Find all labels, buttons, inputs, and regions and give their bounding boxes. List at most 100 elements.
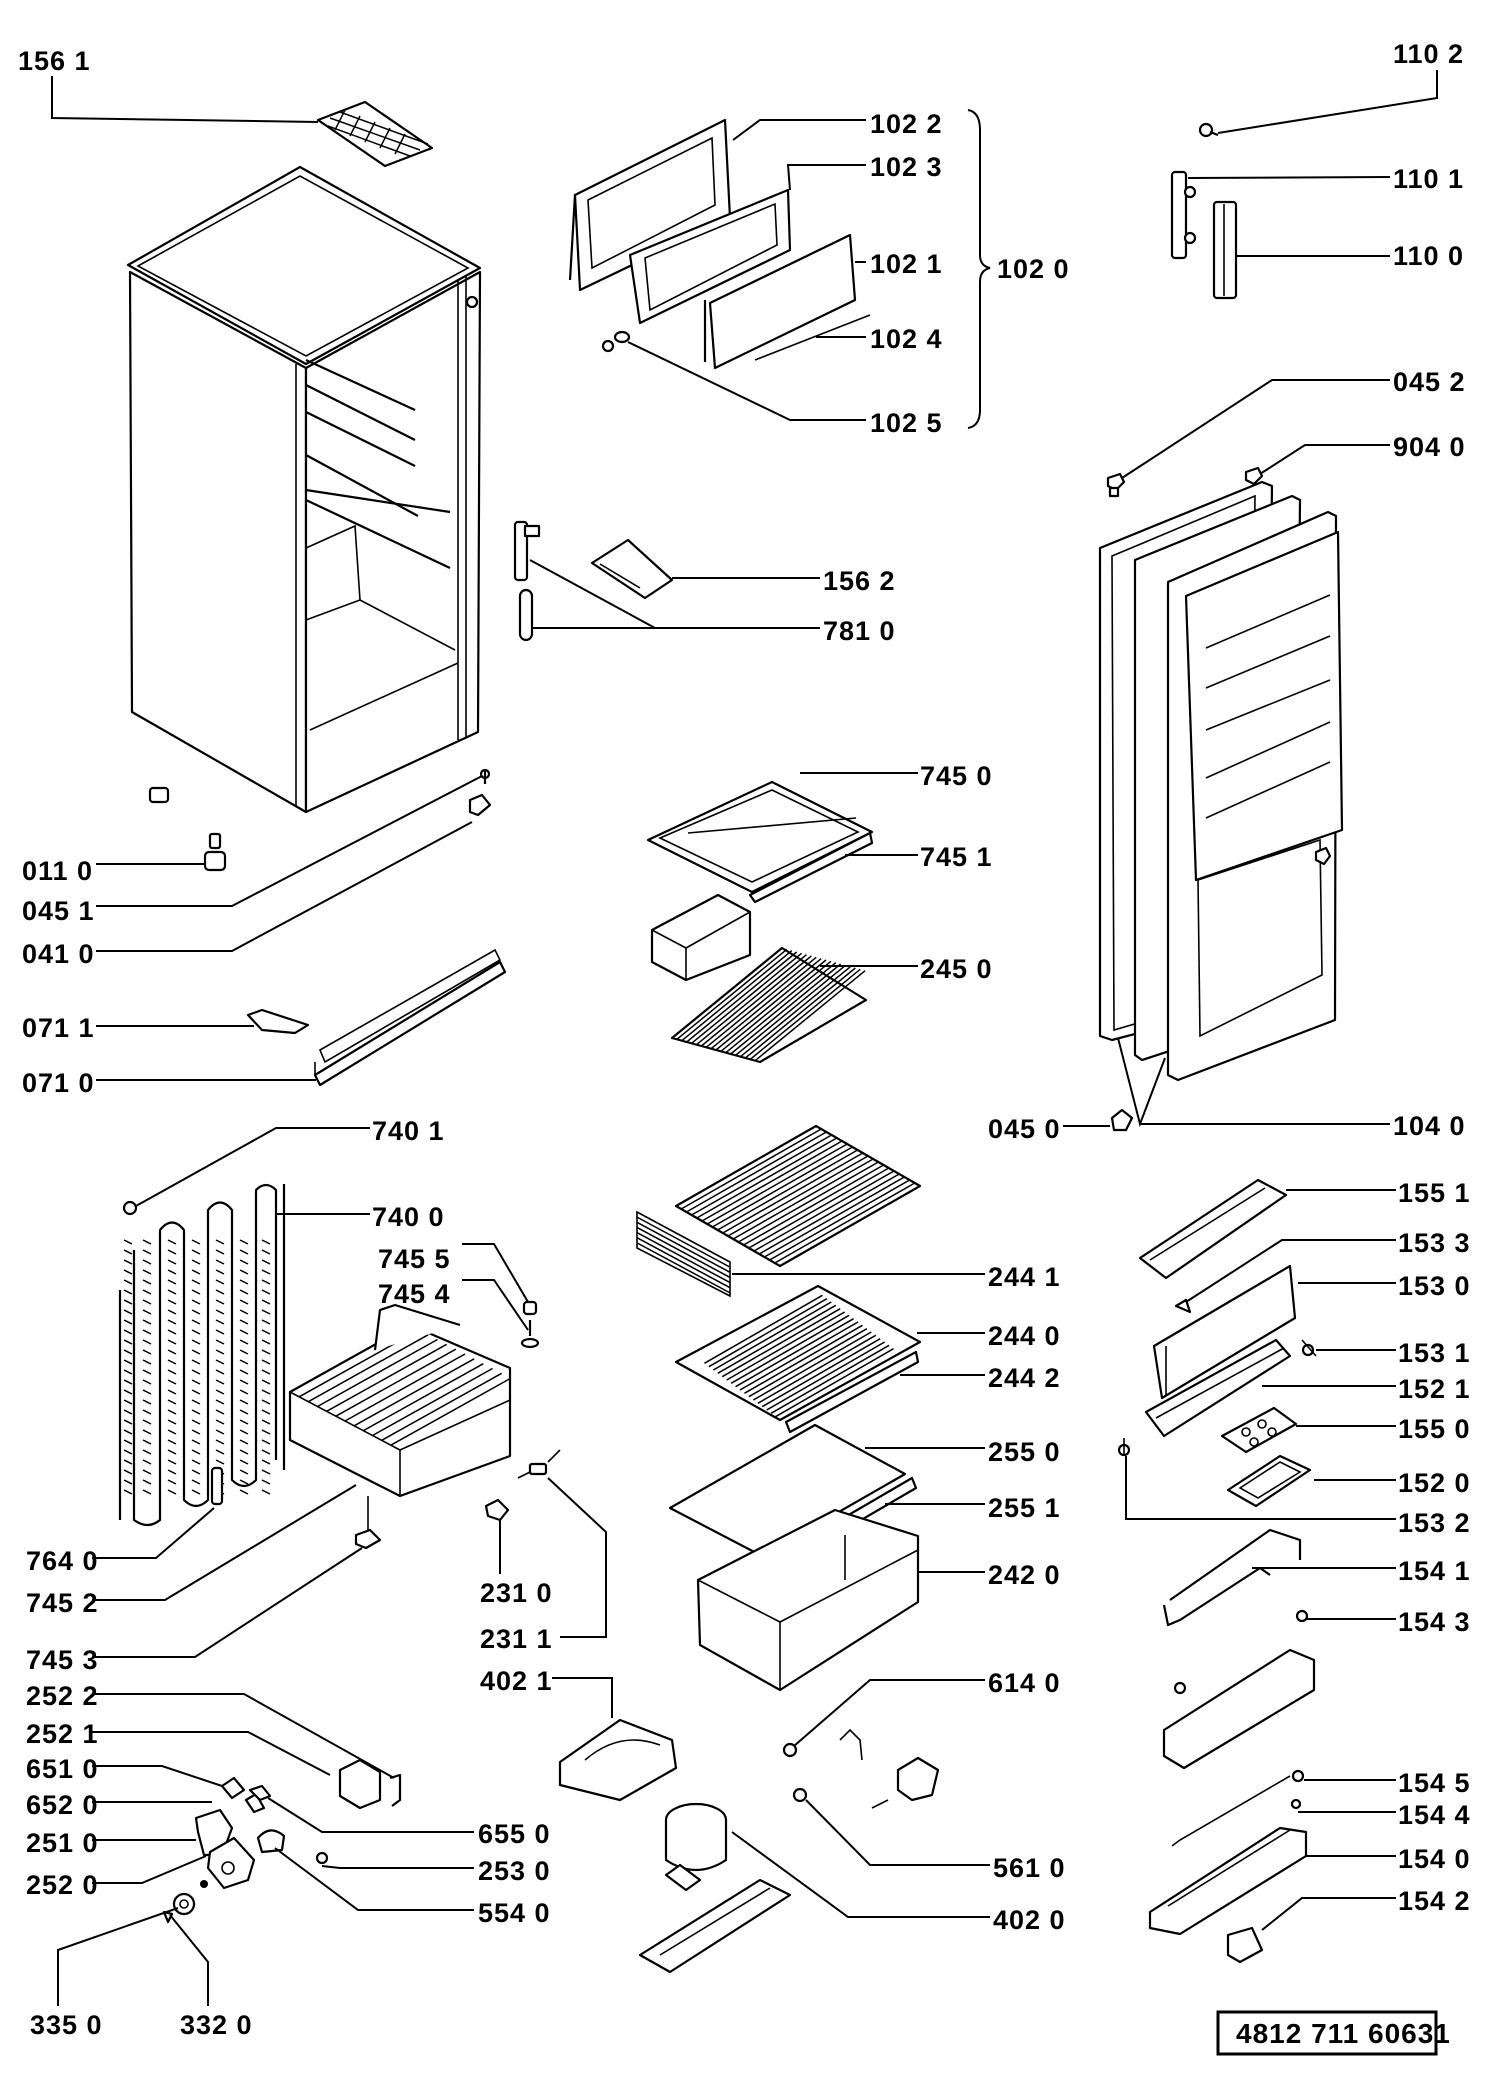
label-0410[interactable]: 041 0: [22, 939, 95, 969]
label-7454[interactable]: 745 4: [378, 1279, 451, 1309]
part-shelf-1521[interactable]: [1144, 1338, 1292, 1438]
part-spring-1025[interactable]: [601, 330, 631, 353]
label-0711[interactable]: 071 1: [22, 1013, 95, 1043]
part-cap-1544[interactable]: [1290, 1798, 1302, 1810]
part-thermostat-clip-2310[interactable]: [484, 1498, 510, 1522]
part-foot-0110[interactable]: [148, 786, 227, 872]
part-compressor-cover-4021[interactable]: [558, 1718, 678, 1802]
label-6550[interactable]: 655 0: [478, 1819, 551, 1849]
part-lampshade-5540[interactable]: [256, 1829, 286, 1854]
part-lamp-holder-6510[interactable]: [220, 1776, 246, 1800]
part-bracket-0711[interactable]: [246, 1008, 310, 1035]
part-butter-dish-1520[interactable]: [1226, 1454, 1312, 1508]
part-switch-6520[interactable]: [244, 1792, 266, 1814]
label-1521[interactable]: 152 1: [1398, 1374, 1471, 1404]
part-pin-1531[interactable]: [1301, 1339, 1317, 1357]
part-screw-0451[interactable]: [479, 768, 491, 784]
part-hinge-pin-0452[interactable]: [1106, 472, 1126, 498]
part-screw-1102[interactable]: [1198, 122, 1219, 138]
part-evaporator-door-7450[interactable]: [646, 780, 874, 894]
label-0110[interactable]: 011 0: [22, 856, 93, 886]
label-2550[interactable]: 255 0: [988, 1437, 1061, 1467]
label-7400[interactable]: 740 0: [372, 1202, 445, 1232]
part-ice-tray-1561[interactable]: [316, 100, 434, 168]
label-2311[interactable]: 231 1: [480, 1624, 553, 1654]
part-screw-7401[interactable]: [122, 1200, 138, 1216]
part-flap-1530[interactable]: [1152, 1264, 1297, 1400]
part-compressor-4020[interactable]: [664, 1802, 728, 1892]
label-2510[interactable]: 251 0: [26, 1828, 99, 1858]
part-crisper-drawer-2420[interactable]: [696, 1508, 920, 1692]
label-1533[interactable]: 153 3: [1398, 1228, 1471, 1258]
label-1024[interactable]: 102 4: [870, 324, 943, 354]
label-1542[interactable]: 154 2: [1398, 1886, 1471, 1916]
label-2522[interactable]: 252 2: [26, 1681, 99, 1711]
part-shelf-trim-2442[interactable]: [784, 1350, 920, 1434]
part-valve-7453[interactable]: [354, 1496, 382, 1550]
part-flap-trim-1024[interactable]: [754, 314, 871, 361]
label-0710[interactable]: 071 0: [22, 1068, 95, 1098]
label-1530[interactable]: 153 0: [1398, 1271, 1471, 1301]
label-6510[interactable]: 651 0: [26, 1754, 99, 1784]
label-1543[interactable]: 154 3: [1398, 1607, 1471, 1637]
label-7450[interactable]: 745 0: [920, 761, 993, 791]
part-evaporator-door-frame-7451[interactable]: [748, 831, 874, 904]
label-1102[interactable]: 110 2: [1393, 39, 1464, 69]
label-0452[interactable]: 045 2: [1393, 367, 1466, 397]
label-5610[interactable]: 561 0: [993, 1853, 1066, 1883]
part-tray-1562[interactable]: [590, 538, 674, 600]
part-screw-2530[interactable]: [315, 1851, 329, 1865]
label-1551[interactable]: 155 1: [1398, 1178, 1471, 1208]
part-cabinet[interactable]: [126, 165, 482, 814]
label-0451[interactable]: 045 1: [22, 896, 95, 926]
part-kickplate-0710[interactable]: [313, 948, 507, 1087]
label-9040[interactable]: 904 0: [1393, 432, 1466, 462]
part-glass-shelf-2550[interactable]: [668, 1423, 907, 1558]
label-3350[interactable]: 335 0: [30, 2010, 103, 2040]
label-2450[interactable]: 245 0: [920, 954, 993, 984]
part-handle-1100[interactable]: [1212, 200, 1238, 300]
label-2520[interactable]: 252 0: [26, 1870, 99, 1900]
part-door-shelf-1551[interactable]: [1138, 1178, 1288, 1280]
label-2440[interactable]: 244 0: [988, 1321, 1061, 1351]
label-7452[interactable]: 745 2: [26, 1588, 99, 1618]
label-2441[interactable]: 244 1: [988, 1262, 1061, 1292]
label-3320[interactable]: 332 0: [180, 2010, 253, 2040]
label-1023[interactable]: 102 3: [870, 152, 943, 182]
label-1100[interactable]: 110 0: [1393, 241, 1464, 271]
label-1532[interactable]: 153 2: [1398, 1508, 1471, 1538]
part-egg-tray-1550[interactable]: [1220, 1406, 1298, 1454]
label-6140[interactable]: 614 0: [988, 1668, 1061, 1698]
label-7455[interactable]: 745 5: [378, 1244, 451, 1274]
part-pin-1532[interactable]: [1117, 1438, 1131, 1457]
label-4020[interactable]: 402 0: [993, 1905, 1066, 1935]
part-grid-front-2441[interactable]: [636, 1210, 731, 1298]
part-bottle-holder-1541[interactable]: [1162, 1528, 1302, 1627]
part-knob-insert-3320[interactable]: [162, 1910, 174, 1924]
label-5540[interactable]: 554 0: [478, 1898, 551, 1928]
label-2420[interactable]: 242 0: [988, 1560, 1061, 1590]
part-evaporator-7452[interactable]: [288, 1303, 512, 1498]
label-1025[interactable]: 102 5: [870, 408, 943, 438]
label-1022[interactable]: 102 2: [870, 109, 943, 139]
part-lamp-6550[interactable]: [248, 1784, 272, 1802]
label-2551[interactable]: 255 1: [988, 1493, 1061, 1523]
part-flap-frame-1023[interactable]: [628, 188, 792, 325]
part-rod-1545[interactable]: [1171, 1769, 1305, 1847]
label-2442[interactable]: 244 2: [988, 1363, 1061, 1393]
label-2530[interactable]: 253 0: [478, 1856, 551, 1886]
label-4021[interactable]: 402 1: [480, 1666, 553, 1696]
label-1040[interactable]: 104 0: [1393, 1111, 1466, 1141]
label-1021[interactable]: 102 1: [870, 249, 943, 279]
part-sensor-7455[interactable]: [522, 1300, 538, 1316]
part-drier-7640[interactable]: [210, 1466, 224, 1506]
part-knob-3350[interactable]: [172, 1892, 196, 1916]
part-foot-0450[interactable]: [1110, 1108, 1134, 1132]
label-7451[interactable]: 745 1: [920, 842, 993, 872]
part-clip-1533[interactable]: [1174, 1298, 1192, 1314]
part-flap-panel-1021[interactable]: [703, 233, 857, 370]
label-1545[interactable]: 154 5: [1398, 1768, 1471, 1798]
label-1531[interactable]: 153 1: [1398, 1338, 1471, 1368]
part-light-bulb-7810[interactable]: [513, 520, 541, 642]
part-condenser-7400[interactable]: [118, 1183, 286, 1527]
